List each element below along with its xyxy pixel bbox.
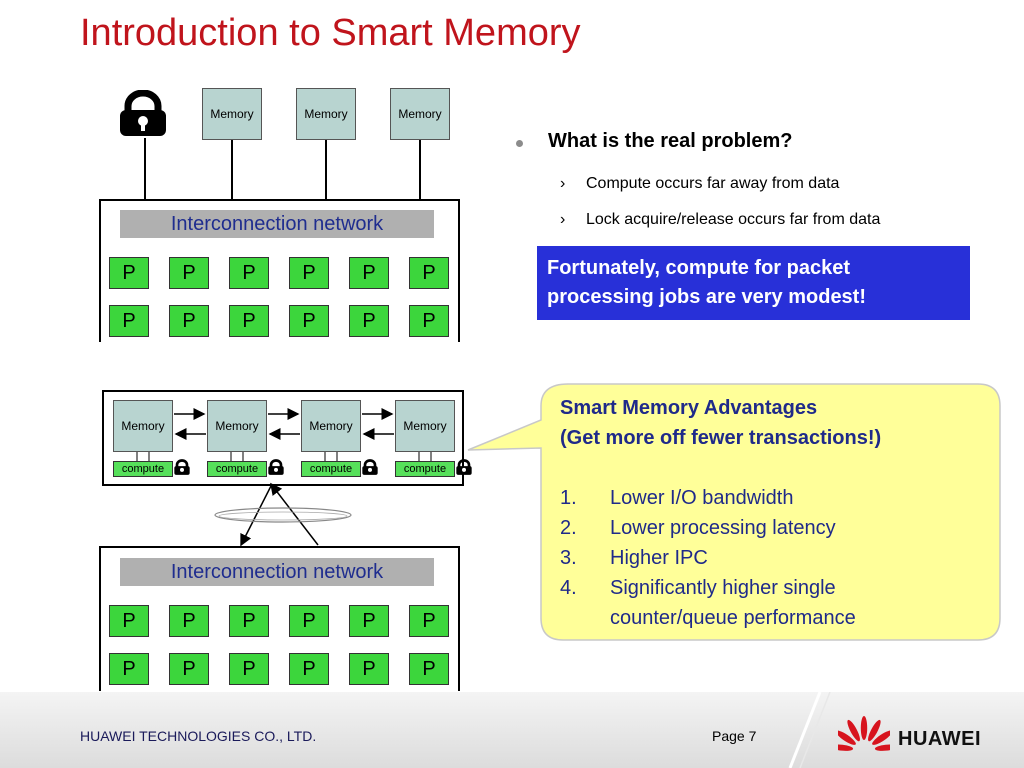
compute-unit: compute xyxy=(301,461,361,477)
compute-unit: compute xyxy=(207,461,267,477)
sub-bullet-text: Compute occurs far away from data xyxy=(586,175,840,192)
highlight-line: Fortunately, compute for packet xyxy=(547,257,851,279)
processor: P xyxy=(349,257,389,289)
processor: P xyxy=(349,605,389,637)
smart-memory-block: Memory xyxy=(207,400,267,452)
processor: P xyxy=(229,257,269,289)
sub-bullet: › Lock acquire/release occurs far from d… xyxy=(560,211,881,229)
bus-line xyxy=(144,138,146,200)
processor: P xyxy=(109,257,149,289)
processor: P xyxy=(349,305,389,337)
smart-memory-block: Memory xyxy=(301,400,361,452)
company-name: HUAWEI TECHNOLOGIES CO., LTD. xyxy=(80,728,317,744)
bullet-dot xyxy=(516,140,523,147)
lock-icon xyxy=(456,459,472,475)
page-number: Page 7 xyxy=(712,728,757,744)
list-text: Lower I/O bandwidth xyxy=(610,487,794,509)
list-number: 1. xyxy=(560,487,577,509)
list-text: Significantly higher single xyxy=(610,577,836,599)
bus-line xyxy=(231,140,233,200)
list-number: 2. xyxy=(560,517,577,539)
interconnection-network: Interconnection network xyxy=(120,210,434,238)
bullet-heading: What is the real problem? xyxy=(548,130,793,152)
list-item: 1. Lower I/O bandwidth xyxy=(560,483,990,513)
callout-content: Smart Memory Advantages (Get more off fe… xyxy=(560,393,990,633)
smart-memory-block: Memory xyxy=(113,400,173,452)
processor: P xyxy=(169,605,209,637)
processor: P xyxy=(109,305,149,337)
list-text: Lower processing latency xyxy=(610,517,836,539)
system-frame xyxy=(99,546,460,691)
processor: P xyxy=(229,305,269,337)
chevron-right-icon: › xyxy=(560,211,566,228)
processor: P xyxy=(109,653,149,685)
footer-swoosh xyxy=(788,692,831,768)
compute-unit: compute xyxy=(395,461,455,477)
processor: P xyxy=(169,305,209,337)
list-number: 3. xyxy=(560,547,577,569)
list-text: counter/queue performance xyxy=(610,607,856,629)
chevron-right-icon: › xyxy=(560,175,566,192)
memory-block: Memory xyxy=(296,88,356,140)
processor: P xyxy=(289,305,329,337)
sub-bullet-text: Lock acquire/release occurs far from dat… xyxy=(586,211,881,228)
list-item: 4. Significantly higher single counter/q… xyxy=(560,573,990,633)
interconnection-network: Interconnection network xyxy=(120,558,434,586)
processor: P xyxy=(289,257,329,289)
lock-icon xyxy=(120,90,166,136)
bus-line xyxy=(325,140,327,200)
sub-bullet: › Compute occurs far away from data xyxy=(560,175,840,193)
processor: P xyxy=(109,605,149,637)
system-frame xyxy=(99,199,460,342)
memory-block: Memory xyxy=(202,88,262,140)
processor: P xyxy=(409,653,449,685)
huawei-logo-icon xyxy=(838,716,890,751)
processor: P xyxy=(229,605,269,637)
callout-title: Smart Memory Advantages xyxy=(560,397,818,419)
lock-icon xyxy=(268,459,284,475)
processor: P xyxy=(409,257,449,289)
lock-icon xyxy=(362,459,378,475)
list-text: Higher IPC xyxy=(610,547,708,569)
highlight-box: Fortunately, compute for packet processi… xyxy=(537,246,970,320)
processor: P xyxy=(169,653,209,685)
processor: P xyxy=(409,605,449,637)
compute-unit: compute xyxy=(113,461,173,477)
list-number: 4. xyxy=(560,577,577,599)
brand-name: HUAWEI xyxy=(898,728,981,750)
slide-title: Introduction to Smart Memory xyxy=(80,12,581,54)
list-item: 2. Lower processing latency xyxy=(560,513,990,543)
processor: P xyxy=(169,257,209,289)
highlight-line: processing jobs are very modest! xyxy=(547,286,867,308)
list-item: 3. Higher IPC xyxy=(560,543,990,573)
lock-icon xyxy=(174,459,190,475)
processor: P xyxy=(349,653,389,685)
processor: P xyxy=(409,305,449,337)
processor: P xyxy=(289,653,329,685)
bus-line xyxy=(419,140,421,200)
smart-memory-frame xyxy=(102,390,464,486)
callout-subtitle: (Get more off fewer transactions!) xyxy=(560,427,882,449)
processor: P xyxy=(289,605,329,637)
smart-memory-block: Memory xyxy=(395,400,455,452)
processor: P xyxy=(229,653,269,685)
memory-block: Memory xyxy=(390,88,450,140)
